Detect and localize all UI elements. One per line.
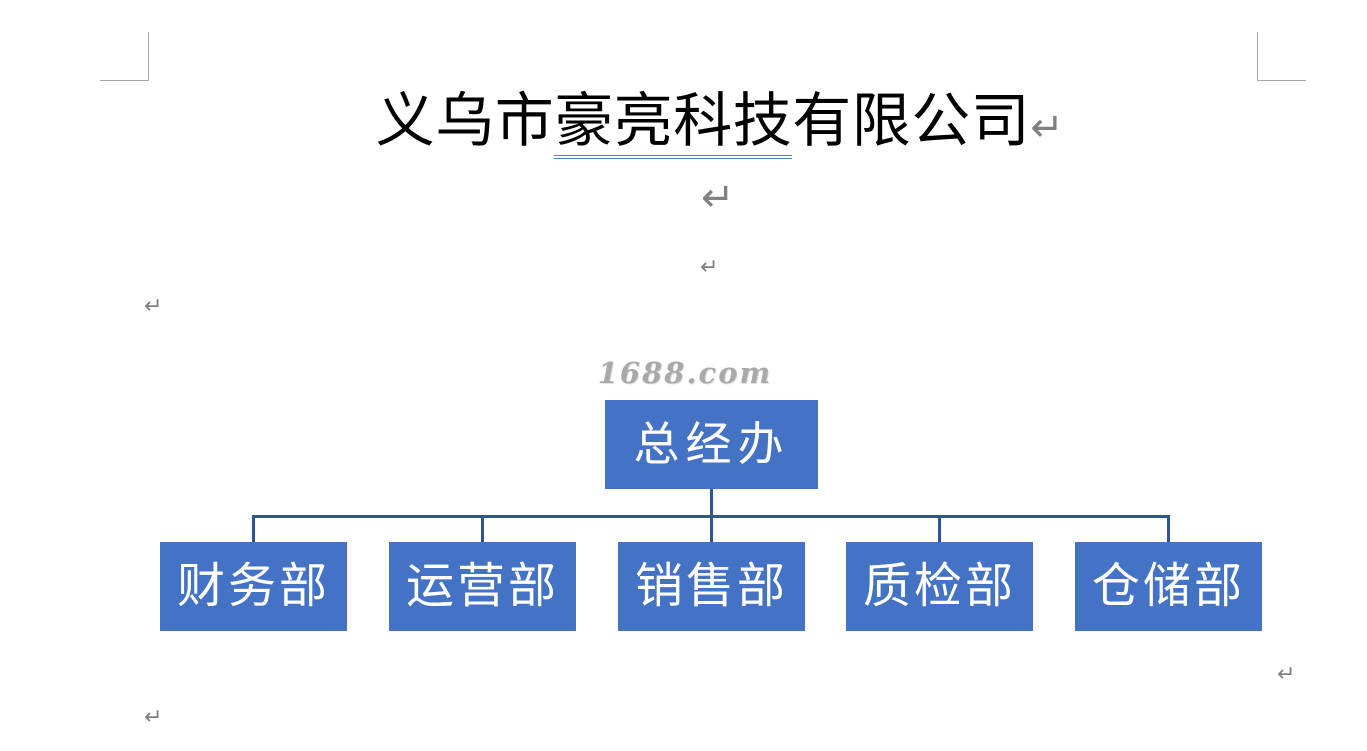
- document-title[interactable]: 义乌市豪亮科技有限公司↵: [148, 86, 1258, 163]
- title-underlined-segment: 豪亮科技: [554, 88, 793, 159]
- connector-drop: [938, 515, 941, 542]
- paragraph-mark-icon: ↵: [144, 294, 163, 319]
- paragraph-mark-icon: ↵: [144, 705, 163, 730]
- org-node-dept[interactable]: 财务部: [160, 542, 347, 631]
- margin-crop-mark-top-right: [1257, 32, 1306, 81]
- org-node-dept[interactable]: 仓储部: [1075, 542, 1262, 631]
- title-prefix: 义乌市: [375, 88, 555, 154]
- org-node-dept[interactable]: 运营部: [389, 542, 576, 631]
- watermark-text: 1688.com: [597, 356, 773, 390]
- connector-horizontal: [252, 515, 1170, 518]
- paragraph-mark-icon: ↵: [1030, 106, 1065, 150]
- org-node-dept[interactable]: 销售部: [618, 542, 805, 631]
- paragraph-mark-icon: ↵: [701, 175, 735, 221]
- title-suffix: 有限公司: [792, 88, 1031, 154]
- connector-drop: [1167, 515, 1170, 542]
- paragraph-mark-icon: ↵: [700, 255, 719, 280]
- paragraph-mark-icon: ↵: [1277, 662, 1296, 687]
- connector-drop: [481, 515, 484, 542]
- org-node-root[interactable]: 总经办: [605, 400, 818, 489]
- connector-drop: [252, 515, 255, 542]
- margin-crop-mark-top-left: [100, 32, 149, 81]
- org-node-dept[interactable]: 质检部: [846, 542, 1033, 631]
